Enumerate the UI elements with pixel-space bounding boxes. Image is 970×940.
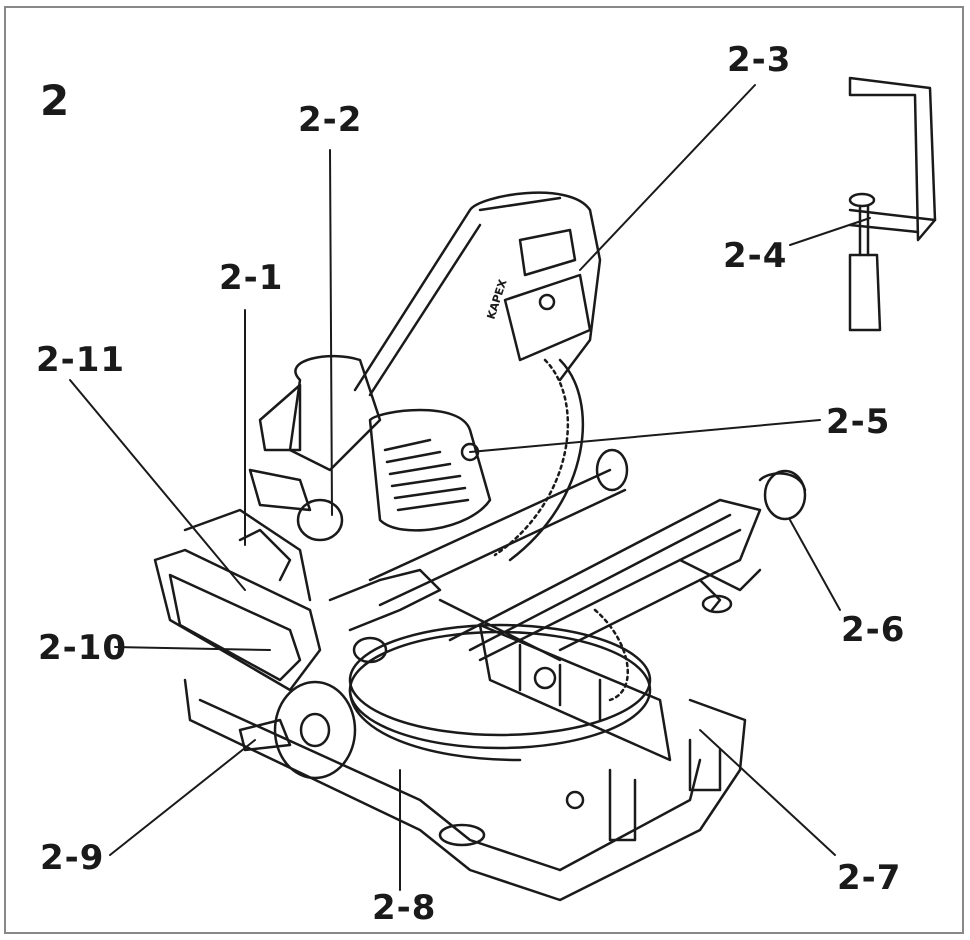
callout-2-3: 2-3	[727, 40, 792, 80]
motor-housing	[258, 354, 492, 532]
leader-2-3	[579, 84, 756, 271]
leader-2-5	[469, 419, 821, 453]
handle-assembly	[153, 468, 442, 692]
callout-2-2: 2-2	[298, 100, 363, 140]
leader-2-4	[789, 217, 871, 246]
callout-2-10: 2-10	[38, 628, 128, 668]
leader-lines	[69, 84, 871, 891]
leader-2-9	[109, 739, 256, 856]
fence	[478, 623, 672, 762]
callout-2-11: 2-11	[36, 340, 126, 380]
rotary-table	[348, 598, 652, 762]
callout-2-9: 2-9	[40, 838, 105, 878]
figure-frame	[4, 6, 964, 934]
leader-2-11	[69, 379, 246, 591]
callout-2-1: 2-1	[219, 258, 284, 298]
leader-2-10	[114, 646, 271, 651]
callout-2-5: 2-5	[826, 402, 891, 442]
clamp-accessory	[848, 76, 937, 332]
bevel-knob	[238, 680, 357, 780]
saw-blade	[493, 358, 629, 702]
leader-2-7	[699, 729, 836, 856]
figure-number: 2	[40, 76, 70, 125]
blade-guard	[353, 191, 602, 397]
leader-2-2	[329, 149, 333, 516]
callout-2-7: 2-7	[837, 858, 902, 898]
leader-2-6	[789, 519, 841, 611]
slide-rails	[368, 448, 629, 607]
extension-arm	[448, 469, 807, 662]
callout-2-8: 2-8	[372, 888, 437, 928]
callout-2-4: 2-4	[723, 236, 788, 276]
callout-2-6: 2-6	[841, 610, 906, 650]
saw-base	[183, 678, 747, 902]
